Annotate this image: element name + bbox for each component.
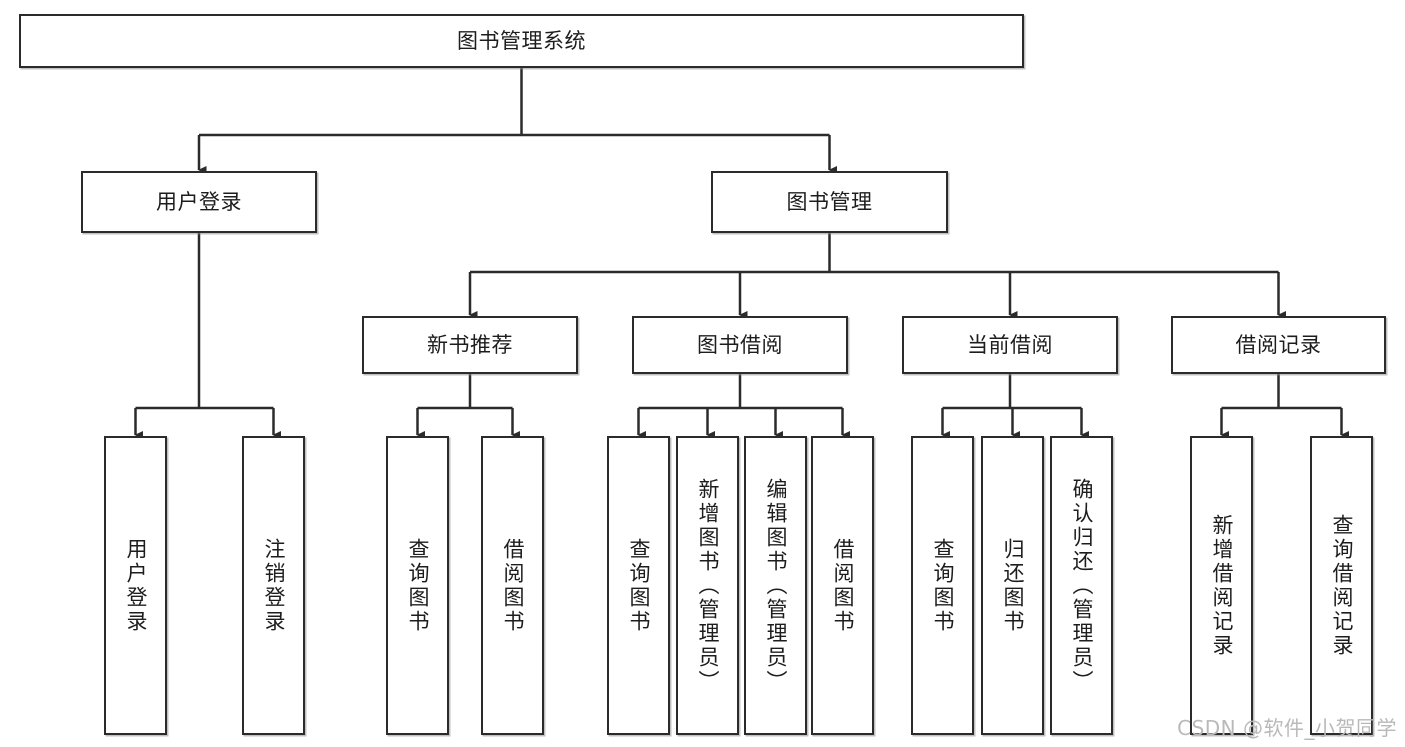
- node-label: 图书借阅: [697, 332, 783, 357]
- node-label: 用户登录: [124, 537, 148, 634]
- node-label: 借阅图书: [831, 537, 855, 634]
- node-leaf-query-book-1[interactable]: 查询图书: [386, 436, 449, 735]
- node-leaf-user-login[interactable]: 用户登录: [104, 436, 167, 735]
- node-leaf-borrow-book-1[interactable]: 借阅图书: [481, 436, 544, 735]
- node-leaf-query-book-3[interactable]: 查询图书: [911, 436, 974, 735]
- node-label: 注销登录: [262, 537, 286, 634]
- node-label: 查询图书: [931, 537, 955, 634]
- node-label: 图书管理: [786, 189, 873, 214]
- node-label: 图书管理系统: [457, 28, 586, 53]
- node-label: 借阅记录: [1235, 332, 1322, 357]
- node-current-borrow[interactable]: 当前借阅: [902, 316, 1118, 374]
- watermark-text: CSDN @软件_小贺同学: [1177, 716, 1397, 740]
- node-label: 查询借阅记录: [1330, 513, 1354, 658]
- node-label: 新书推荐: [427, 332, 513, 357]
- node-label: 用户登录: [156, 189, 242, 214]
- node-new-book-recommend[interactable]: 新书推荐: [362, 316, 578, 374]
- node-leaf-confirm-return-admin[interactable]: 确认归还（管理员）: [1050, 436, 1113, 735]
- node-book-borrow[interactable]: 图书借阅: [632, 316, 848, 374]
- node-label: 借阅图书: [501, 537, 525, 634]
- node-label: 新增图书（管理员）: [696, 477, 720, 694]
- node-user-login[interactable]: 用户登录: [81, 171, 317, 233]
- node-label: 编辑图书（管理员）: [764, 477, 788, 694]
- node-label: 查询图书: [627, 537, 651, 634]
- node-root[interactable]: 图书管理系统: [19, 14, 1024, 68]
- node-label: 新增借阅记录: [1210, 513, 1234, 658]
- node-leaf-add-book-admin[interactable]: 新增图书（管理员）: [676, 436, 739, 735]
- node-leaf-return-book[interactable]: 归还图书: [981, 436, 1044, 735]
- node-label: 归还图书: [1001, 537, 1025, 634]
- node-label: 当前借阅: [967, 332, 1053, 357]
- node-leaf-logout[interactable]: 注销登录: [242, 436, 305, 735]
- node-leaf-query-borrow-record[interactable]: 查询借阅记录: [1310, 436, 1373, 735]
- node-book-manage[interactable]: 图书管理: [711, 171, 948, 233]
- node-label: 查询图书: [406, 537, 430, 634]
- node-leaf-add-borrow-record[interactable]: 新增借阅记录: [1190, 436, 1253, 735]
- node-leaf-edit-book-admin[interactable]: 编辑图书（管理员）: [744, 436, 807, 735]
- node-borrow-record[interactable]: 借阅记录: [1171, 316, 1386, 374]
- node-leaf-query-book-2[interactable]: 查询图书: [607, 436, 670, 735]
- node-leaf-borrow-book-2[interactable]: 借阅图书: [811, 436, 874, 735]
- node-label: 确认归还（管理员）: [1070, 477, 1094, 694]
